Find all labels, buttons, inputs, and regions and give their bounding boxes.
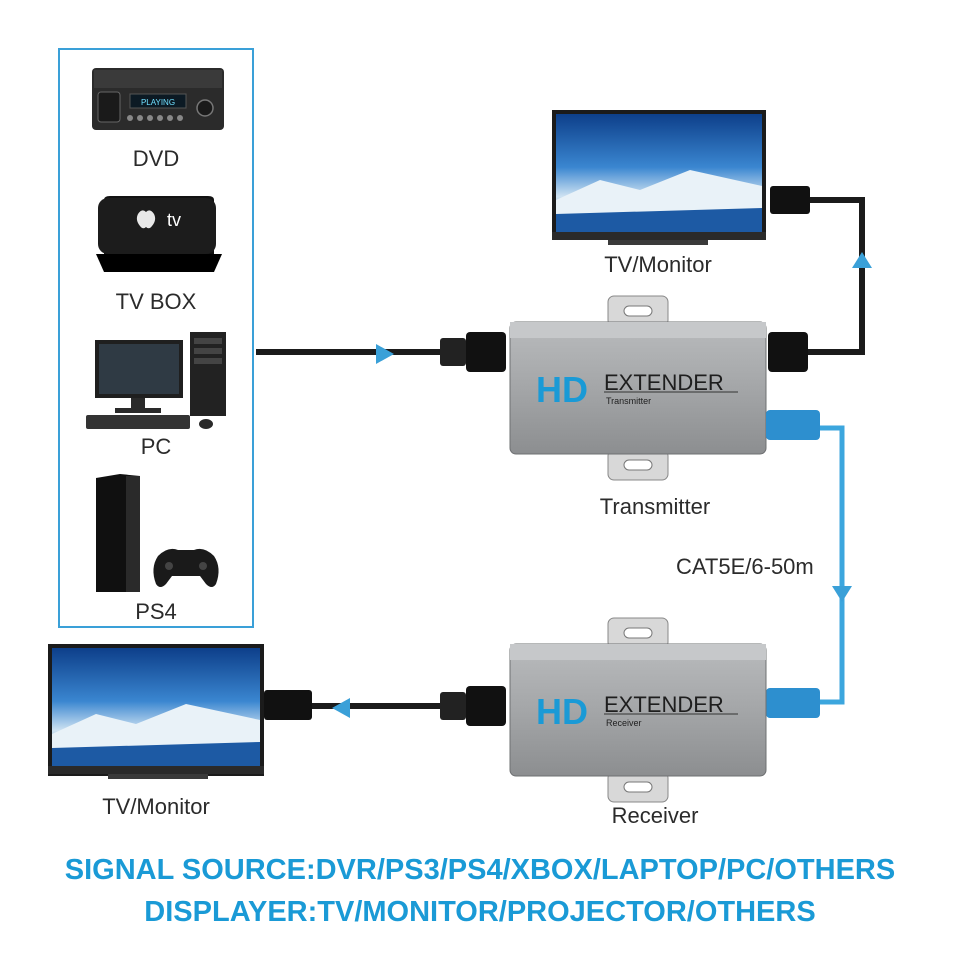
monitor-hdmi-cable-top <box>806 197 865 355</box>
signal-arrow-up-icon <box>852 252 872 268</box>
tv-box-device-icon <box>96 196 222 272</box>
receiver-brand-hd: HD <box>536 691 588 732</box>
receiver-caption: Receiver <box>611 803 699 828</box>
rj45-plug-tx <box>766 410 820 440</box>
receiver-sub-label: Receiver <box>606 718 642 728</box>
ps4-device-icon <box>96 474 219 592</box>
signal-arrow-right-icon <box>376 344 394 364</box>
tv-box-logo-text: tv <box>167 210 181 230</box>
source-label-ps4: PS4 <box>135 599 177 624</box>
transmitter-brand-hd: HD <box>536 369 588 410</box>
bottom-monitor-icon <box>48 644 264 779</box>
rj45-plug-rx <box>766 688 820 718</box>
receiver-brand-word: EXTENDER <box>604 692 724 717</box>
source-label-dvd: DVD <box>132 146 180 171</box>
top-monitor-icon <box>552 110 766 245</box>
hdmi-plug-tx-out <box>768 332 808 372</box>
cable-length-label: CAT5E/6-50m <box>676 554 814 579</box>
signal-arrow-left-icon <box>332 698 350 718</box>
hdmi-plug-tx-in <box>440 332 506 372</box>
source-label-pc: PC <box>140 434 172 459</box>
bottom-monitor-caption: TV/Monitor <box>102 794 210 819</box>
dvd-display-text: PLAYING <box>141 98 175 107</box>
transmitter-brand-word: EXTENDER <box>604 370 724 395</box>
transmitter-caption: Transmitter <box>599 494 711 519</box>
footer-displayer: DISPLAYER:TV/MONITOR/PROJECTOR/OTHERS <box>144 896 816 928</box>
transmitter-sub-label: Transmitter <box>606 396 651 406</box>
source-label-tv-box: TV BOX <box>115 289 197 314</box>
hdmi-plug-rx-out <box>264 686 506 726</box>
receiver-box <box>509 617 767 803</box>
top-monitor-caption: TV/Monitor <box>604 252 712 277</box>
footer-signal-source: SIGNAL SOURCE:DVR/PS3/PS4/XBOX/LAPTOP/PC… <box>64 854 896 886</box>
signal-arrow-down-icon <box>832 586 852 602</box>
pc-device-icon <box>86 332 226 429</box>
dvd-device-icon <box>92 68 224 130</box>
transmitter-box <box>509 295 767 481</box>
